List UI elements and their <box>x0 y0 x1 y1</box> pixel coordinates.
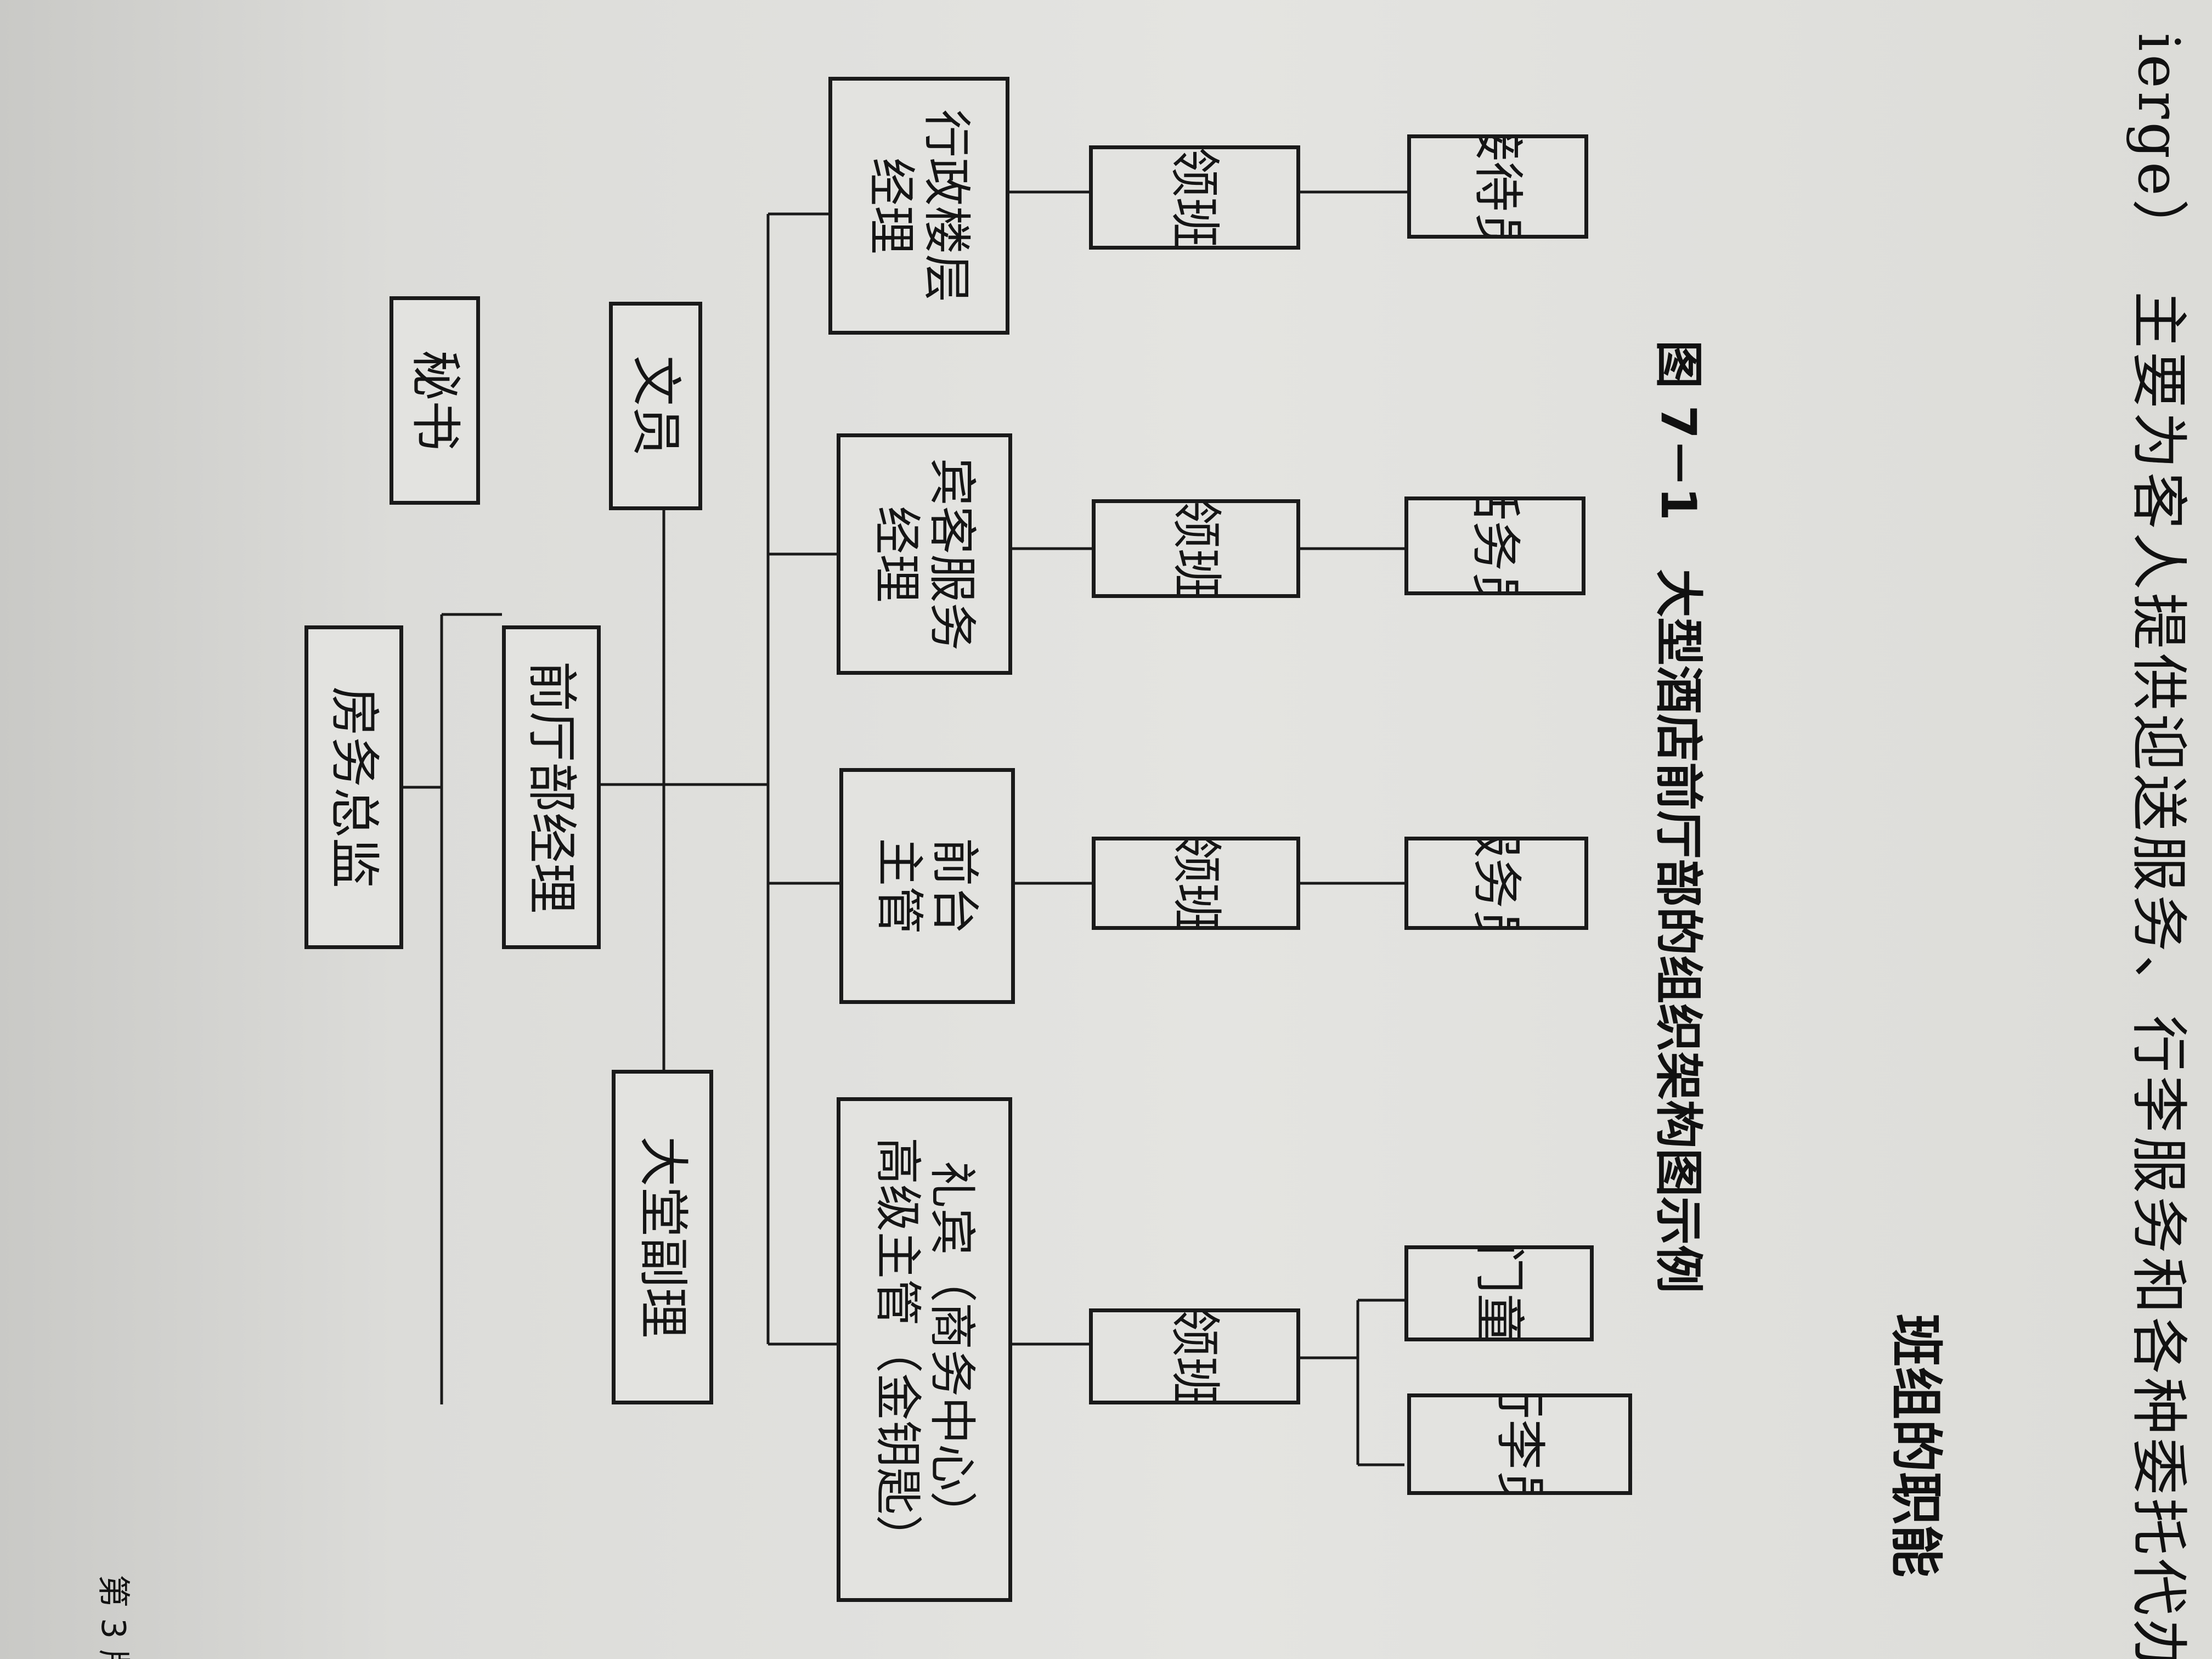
node-executive-floor-manager-label: 行政楼层 经理 <box>863 109 975 303</box>
node-operator-label: 话务员 <box>1465 496 1525 595</box>
team-leader-text: 领班 <box>1166 499 1226 598</box>
label-line: 礼宾（商务中心） <box>924 1161 979 1538</box>
node-concierge-supervisor: 礼宾（商务中心） 高级主管（金钥匙） <box>837 1097 1012 1602</box>
node-team-leader-label: 领班 <box>1166 499 1226 598</box>
label-line: 经理 <box>863 157 920 255</box>
node-front-office-manager-label: 前厅部经理 <box>522 661 581 913</box>
label-line: 高级主管（金钥匙） <box>870 1137 925 1562</box>
node-director: 房务总监 <box>304 625 403 949</box>
body-text-line-visible: ierge） 主要为客人提供迎送服务、行李服务和各种委托代办服 <box>2125 33 2192 1659</box>
node-secretary: 秘书 <box>390 296 480 505</box>
node-guest-service-manager: 宾客服务 经理 <box>837 433 1012 675</box>
page-header-edition-text: 第 3 版） <box>94 1575 132 1659</box>
node-bellman-label: 行李员 <box>1490 1393 1549 1495</box>
node-clerk: 文员 <box>609 302 702 510</box>
node-team-leader-label: 领班 <box>1165 146 1224 249</box>
label-line: 经理 <box>868 505 926 603</box>
node-operator: 话务员 <box>1404 496 1585 595</box>
node-secretary-label: 秘书 <box>405 349 465 451</box>
label-line: 主管 <box>871 837 928 935</box>
team-leader-text: 领班 <box>1166 837 1226 930</box>
node-bellman: 行李员 <box>1407 1393 1632 1495</box>
node-team-leader-label: 领班 <box>1166 837 1226 930</box>
label-line: 行政楼层 <box>918 109 975 303</box>
node-executive-floor-manager: 行政楼层 经理 <box>828 77 1009 335</box>
node-director-label: 房务总监 <box>324 686 383 888</box>
node-team-leader-concierge: 领班 <box>1089 1308 1300 1404</box>
label-line: 前台 <box>927 837 984 935</box>
team-leader-text: 领班 <box>1165 1308 1224 1404</box>
node-concierge-supervisor-label: 礼宾（商务中心） 高级主管（金钥匙） <box>870 1137 979 1562</box>
node-team-leader-guest: 领班 <box>1092 499 1300 598</box>
node-receptionist: 接待员 <box>1407 134 1588 239</box>
section-heading-text: 班组的职能 <box>1885 1314 1946 1577</box>
node-attendant-label: 服务员 <box>1467 837 1526 930</box>
node-guest-service-manager-label: 宾客服务 经理 <box>868 457 981 651</box>
node-doorman-label: 门童 <box>1470 1245 1529 1341</box>
node-front-desk-supervisor-label: 前台 主管 <box>871 837 984 935</box>
node-doorman: 门童 <box>1404 1245 1594 1341</box>
node-front-office-manager: 前厅部经理 <box>502 625 601 949</box>
node-assistant-manager-label: 大堂副理 <box>633 1136 692 1338</box>
node-clerk-label: 文员 <box>626 355 685 456</box>
team-leader-text: 领班 <box>1165 146 1224 249</box>
node-receptionist-label: 接待员 <box>1468 134 1527 239</box>
node-team-leader-front-desk: 领班 <box>1092 837 1300 930</box>
node-attendant: 服务员 <box>1404 837 1588 930</box>
figure-caption-text: 图 7－1 大型酒店前厅部的组织架构图示例 <box>1650 340 1707 1294</box>
node-team-leader-label: 领班 <box>1165 1308 1224 1404</box>
label-line: 宾客服务 <box>924 457 981 651</box>
node-assistant-manager: 大堂副理 <box>612 1070 713 1404</box>
node-team-leader-executive: 领班 <box>1089 145 1300 250</box>
node-front-desk-supervisor: 前台 主管 <box>839 768 1015 1004</box>
